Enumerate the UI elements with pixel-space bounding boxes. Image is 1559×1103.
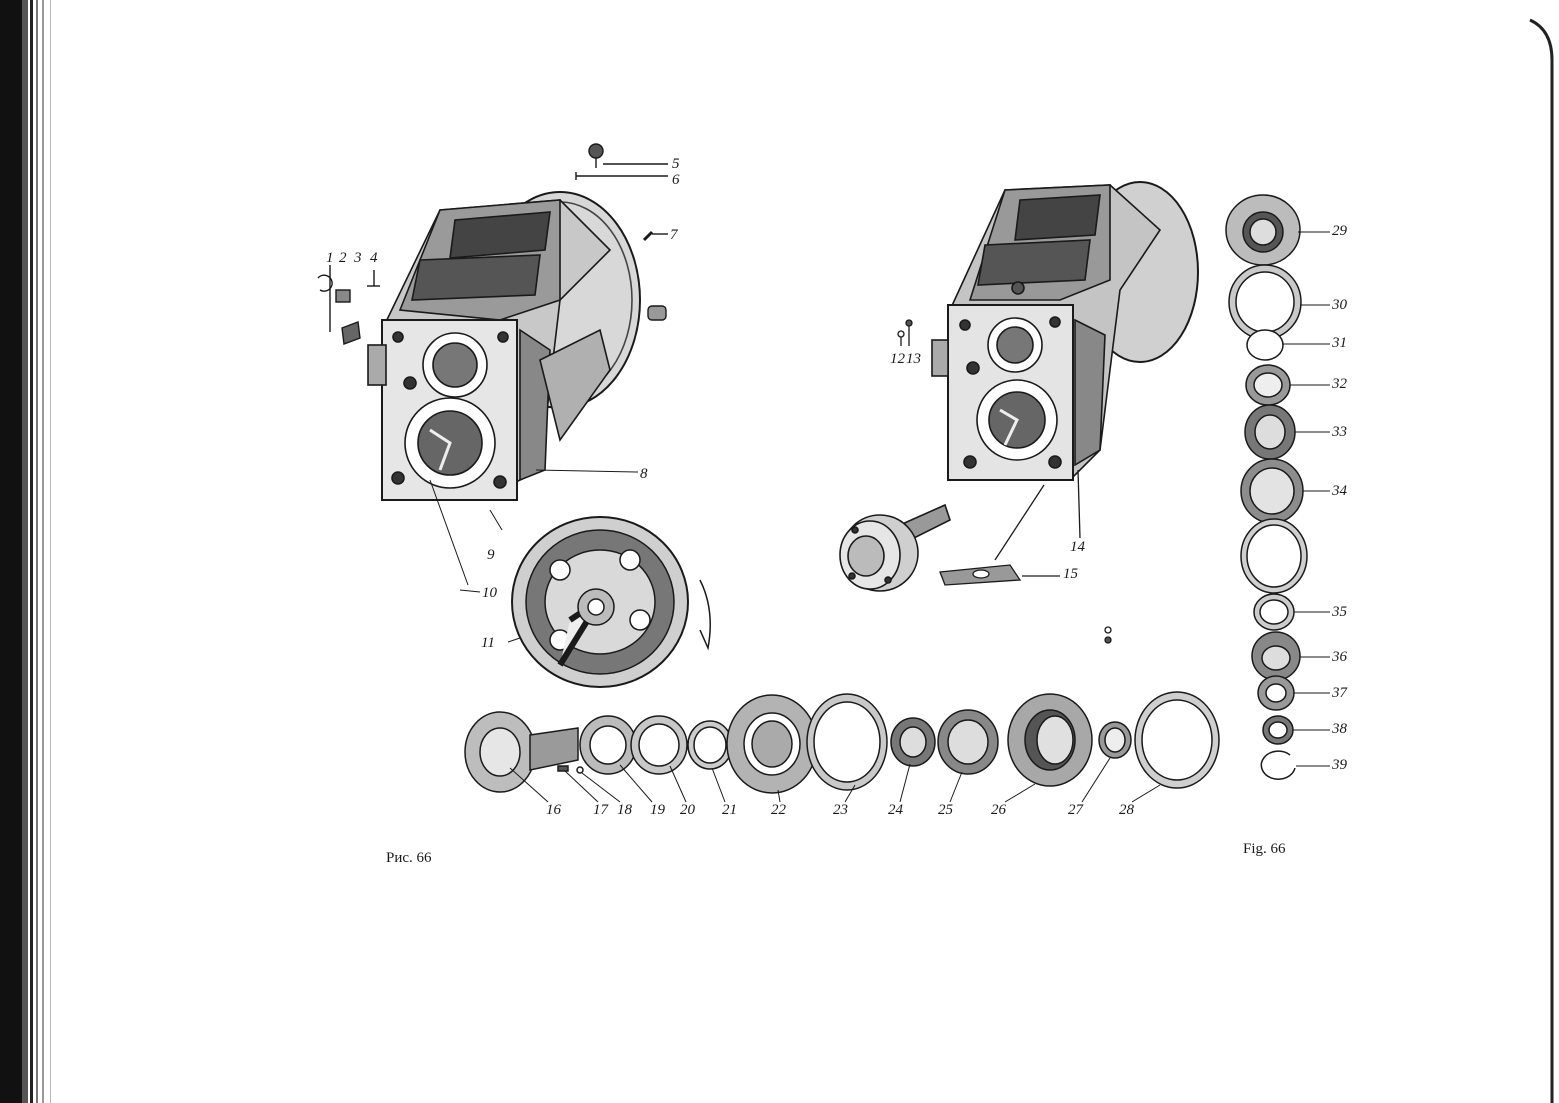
callout-28: 28 [1119, 802, 1134, 818]
caption-russian: Рис. 66 [386, 850, 432, 866]
callout-21: 21 [722, 802, 737, 818]
callout-2: 2 [339, 250, 347, 266]
callout-34: 34 [1332, 483, 1347, 499]
callout-32: 32 [1332, 376, 1347, 392]
callout-16: 16 [546, 802, 561, 818]
callout-5: 5 [672, 156, 680, 172]
planetary-unit-11 [507, 516, 711, 688]
part-17 [557, 765, 569, 772]
callout-3: 3 [354, 250, 362, 266]
bottom-parts-row [464, 691, 1220, 794]
gearbox-housing-left [367, 191, 641, 501]
callout-18: 18 [617, 802, 632, 818]
callout-11: 11 [481, 635, 495, 651]
callout-17: 17 [593, 802, 608, 818]
callout-8: 8 [640, 466, 648, 482]
callout-14: 14 [1070, 539, 1085, 555]
callout-19: 19 [650, 802, 665, 818]
part-39 [1260, 750, 1296, 780]
part-18 [576, 766, 584, 774]
callout-10: 10 [482, 585, 497, 601]
callout-24: 24 [888, 802, 903, 818]
callout-6: 6 [672, 172, 680, 188]
callout-13: 13 [906, 351, 921, 367]
small-parts-1-4 [317, 265, 380, 345]
callout-27: 27 [1068, 802, 1083, 818]
callout-25: 25 [938, 802, 953, 818]
callout-36: 36 [1332, 649, 1347, 665]
callout-38: 38 [1332, 721, 1347, 737]
book-binding-edge [0, 0, 51, 1103]
callout-1: 1 [326, 250, 334, 266]
right-column-parts [1225, 194, 1308, 780]
callout-29: 29 [1332, 223, 1347, 239]
callout-30: 30 [1332, 297, 1347, 313]
output-flange [839, 503, 951, 592]
callout-7: 7 [670, 227, 678, 243]
callout-4: 4 [370, 250, 378, 266]
callout-31: 31 [1332, 335, 1347, 351]
callout-35: 35 [1332, 604, 1347, 620]
callout-26: 26 [991, 802, 1006, 818]
leader-lines-bottom [509, 757, 1161, 803]
callout-37: 37 [1332, 685, 1347, 701]
callout-9: 9 [487, 547, 495, 563]
callout-22: 22 [771, 802, 786, 818]
callout-15: 15 [1063, 566, 1078, 582]
callout-33: 33 [1332, 424, 1347, 440]
leader-lines-right [1282, 231, 1330, 767]
callout-20: 20 [680, 802, 695, 818]
callout-23: 23 [833, 802, 848, 818]
caption-english: Fig. 66 [1243, 841, 1286, 857]
page-edge [1529, 18, 1554, 1103]
callout-39: 39 [1332, 757, 1347, 773]
callout-12: 12 [890, 351, 905, 367]
parts-12-13-15 [897, 319, 1112, 644]
gearbox-housing-right [931, 181, 1199, 481]
parts-5-6-7 [575, 143, 668, 321]
leader-lines-left [429, 469, 639, 593]
part-31 [1246, 329, 1284, 361]
